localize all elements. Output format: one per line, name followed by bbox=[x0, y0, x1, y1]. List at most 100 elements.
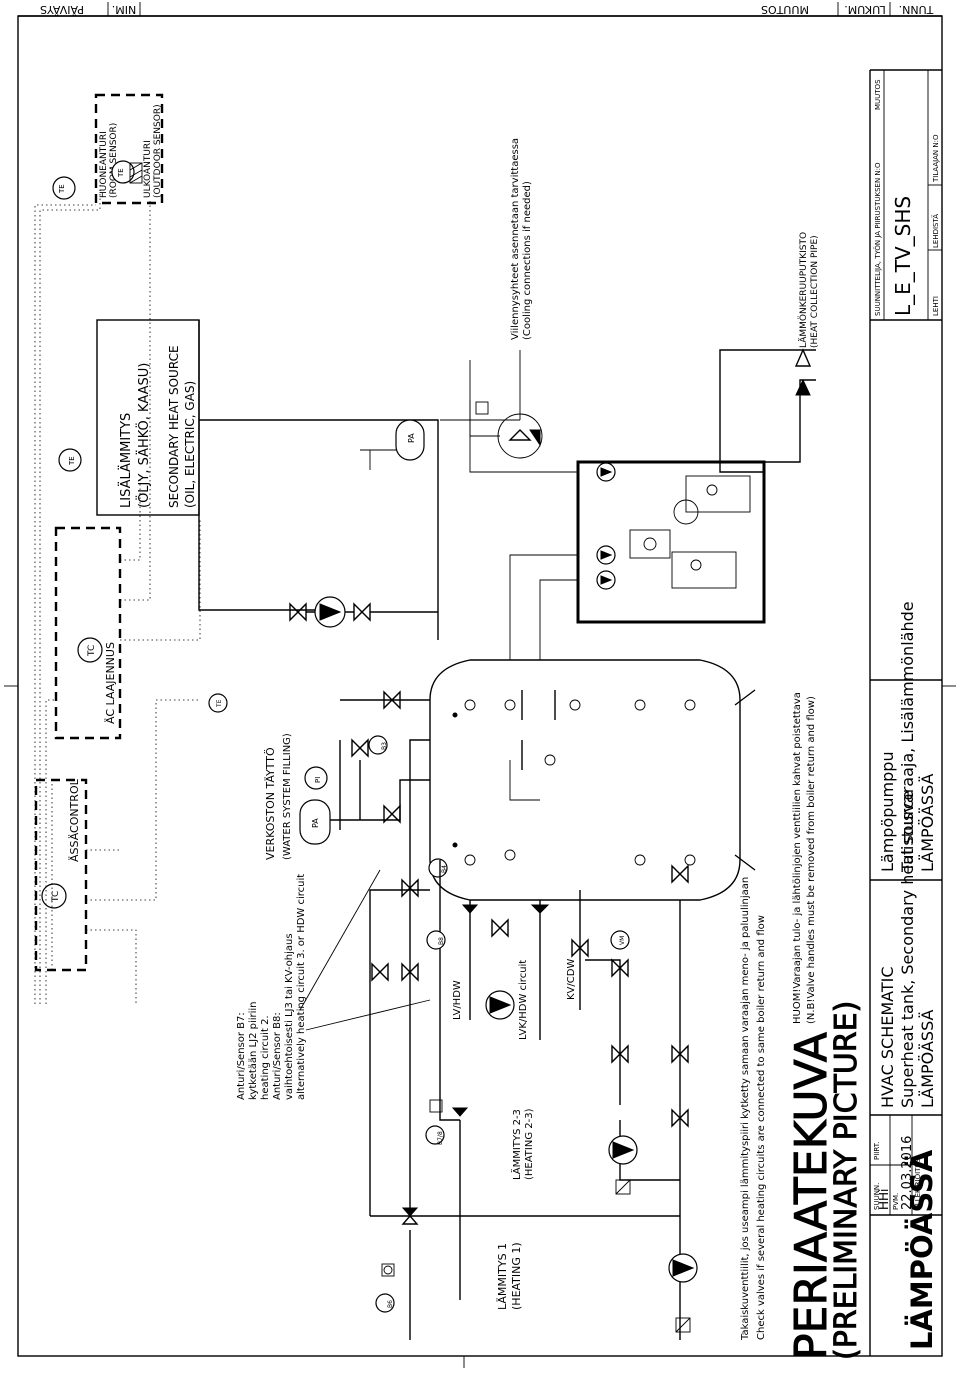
secondary-te-label: TE bbox=[68, 456, 76, 466]
revision-nim: NIM. bbox=[112, 3, 136, 16]
ulkoanturi-label: ULKOANTURI bbox=[143, 140, 153, 198]
valve-secondary-1 bbox=[289, 602, 307, 622]
note-sensor-b7-2: kytketään LJ2 piiriin bbox=[248, 1001, 259, 1100]
valve-secondary-2 bbox=[353, 602, 371, 622]
ac-laajennus-label: ÄC LAAJENNUS bbox=[104, 642, 117, 724]
water-filling-label: (WATER SYSTEM FILLING) bbox=[282, 733, 293, 860]
muutos-label: MUUTOS bbox=[874, 79, 882, 110]
pvm-value: 22.03.2016 bbox=[900, 1136, 915, 1210]
note-valve-handles-fi: HUOM!Varaajan tulo- ja lähtölinjojen ven… bbox=[792, 692, 803, 1024]
heating23-label: (HEATING 2-3) bbox=[524, 1108, 535, 1180]
company-logo: LÄMPÖÄSSÄ bbox=[905, 1149, 939, 1350]
vm-label: VM bbox=[619, 936, 626, 945]
room-sensor-te: TE bbox=[58, 184, 66, 194]
note-sensor-b8-2: vaihtoehtoisesti LJ3 tai KV-ohjaus bbox=[284, 933, 295, 1100]
te-b6 bbox=[375, 1293, 395, 1313]
note-check-valves-fi: Takaiskuventtiilit, jos useampi lämmitys… bbox=[740, 877, 751, 1341]
flow-te-label: TE bbox=[216, 699, 223, 708]
te-b7-8-label: B7/8 bbox=[437, 1131, 444, 1145]
heat-pump-box bbox=[576, 460, 766, 624]
verkoston-label: VERKOSTON TÄYTTÖ bbox=[264, 747, 277, 860]
te-b6-label: B6 bbox=[387, 1300, 394, 1308]
room-sensor-circle bbox=[52, 176, 76, 200]
tank-te-b4 bbox=[428, 858, 448, 878]
flow-te-sensor bbox=[208, 693, 228, 713]
note-sensor-b7-1: Anturi/Sensor B7: bbox=[236, 1012, 247, 1100]
suunnittelija-label: SUUNNITTELIJA, TYÖN JA PIIRUSTUKSEN N:O bbox=[873, 162, 882, 316]
note-valve-handles-en: (N.B!Valve handles must be removed from … bbox=[806, 696, 817, 1024]
note-sensor-b7-3: heating circuit 2. bbox=[260, 1015, 271, 1100]
project-fi-line-2: Tulistusvaraaja, Lisälämmönlähde bbox=[898, 601, 917, 873]
title-block: LÄMPÖÄSSÄ SUUNN. HHi PIIRT. PVM. 22.03.2… bbox=[869, 69, 942, 1356]
suunn-value: HHi bbox=[877, 1189, 891, 1210]
ac-laajennus-box bbox=[54, 526, 122, 740]
room-sensor-label: (ROOM SENSOR) bbox=[109, 123, 119, 198]
heating-circuits: LÄMMITYS 1 (HEATING 1) LÄMMITYS 2-3 (HEA… bbox=[369, 739, 698, 1340]
project-fi-line-1: Lämpöpumppu bbox=[878, 751, 897, 872]
tilaajan-label: TILAAJAN N:O bbox=[932, 134, 940, 183]
assacontrol-label: ÄSSÄCONTROL bbox=[68, 778, 81, 862]
note-check-valves-en: Check valves if several heating circuits… bbox=[756, 915, 767, 1340]
revision-muutos: MUUTOS bbox=[761, 3, 809, 16]
lammitys1-label: LÄMMITYS 1 bbox=[496, 1243, 509, 1310]
note-cooling-fi: Viilennysyhteet asennetaan tarvittaessa bbox=[510, 138, 521, 340]
allekirjoitus-label: ALLEKIRJOITUS bbox=[914, 1157, 922, 1210]
lehti-label: LEHTI bbox=[932, 296, 940, 316]
vm-meter bbox=[610, 930, 630, 950]
pvm-label: PVM. bbox=[892, 1193, 900, 1210]
te-b8-label: B8 bbox=[438, 937, 445, 945]
control-section: ÄSSÄCONTROL TC ÄC LAAJENNUS TC HUONEANTU… bbox=[34, 93, 201, 1004]
lammitys23-label: LÄMMITYS 2-3 bbox=[510, 1109, 523, 1180]
secondary-te-sensor bbox=[58, 448, 82, 472]
three-way-valve-1 bbox=[401, 1207, 419, 1217]
water-system-filling: VERKOSTON TÄYTTÖ (WATER SYSTEM FILLING) … bbox=[264, 690, 430, 860]
cooling-collection: PA LÄMMÖNKERUUPUTKISTO (HEAT COLLECTION … bbox=[360, 232, 820, 473]
tc-expansion-label: TC bbox=[87, 645, 97, 657]
project-line-1: HVAC SCHEMATIC bbox=[878, 966, 897, 1108]
heat-pump-unit bbox=[469, 400, 766, 660]
pi-label: PI bbox=[314, 777, 322, 783]
collection-expansion-tank bbox=[395, 419, 425, 461]
filling-expansion-tank bbox=[299, 799, 331, 845]
huoneanturi-label: HUONEANTURI bbox=[99, 131, 109, 198]
secondary-heat-source: LISÄLÄMMITYS (ÖLJY, SÄHKÖ, KAASU) SECOND… bbox=[58, 319, 439, 640]
project-line-3: LÄMPÖÄSSÄ bbox=[918, 1009, 937, 1108]
lv-hdw-label: LV/HDW bbox=[452, 980, 463, 1020]
tc-controller-label: TC bbox=[51, 891, 61, 903]
lisalammitys-label: LISÄLÄMMITYS bbox=[118, 413, 134, 508]
piirt-label: PIIRT. bbox=[873, 1142, 881, 1160]
project-line-2: Superheat tank, Secondary heat source bbox=[898, 791, 917, 1109]
lehdista-label: LEHDISTÄ bbox=[931, 214, 940, 248]
drawing-number: L_E_TV_SHS bbox=[891, 196, 915, 316]
heat-collection-label: (HEAT COLLECTION PIPE) bbox=[810, 235, 820, 348]
lammonkeruu-label: LÄMMÖNKERUUPUTKISTO bbox=[798, 232, 809, 348]
tank-te-b3 bbox=[368, 735, 388, 755]
heating1-label: (HEATING 1) bbox=[510, 1242, 523, 1310]
revision-header: PÄIVÄYS NIM. MUUTOS LUKUM. TUNN. bbox=[18, 2, 942, 17]
watermark-line-1: PERIAATEKUVA bbox=[786, 1032, 837, 1360]
outdoor-sensor-circle bbox=[111, 160, 135, 184]
project-fi-line-3: LÄMPÖÄSSÄ bbox=[918, 773, 937, 872]
tank-te-b4-label: B4 bbox=[441, 865, 448, 873]
watermark-line-2: (PRELIMINARY PICTURE) bbox=[829, 1001, 864, 1360]
outdoor-sensor-te: TE bbox=[117, 168, 125, 178]
tank-body bbox=[429, 659, 741, 901]
three-way-valve-2 bbox=[451, 1107, 469, 1117]
outdoor-sensor-label: (OUTDOOR SENSOR) bbox=[153, 104, 163, 198]
te-b8 bbox=[426, 930, 446, 950]
te-b7-8 bbox=[425, 1125, 445, 1145]
domestic-water-circuits: LV/HDW LVK/HDW circuit KV/CDW B8 VM bbox=[426, 890, 630, 1040]
lisalammitys-fuel-label: (ÖLJY, SÄHKÖ, KAASU) bbox=[135, 363, 152, 508]
tank-te-b3-label: B3 bbox=[381, 742, 388, 750]
kv-cdw-label: KV/CDW bbox=[566, 959, 577, 1000]
sensor-box bbox=[94, 93, 164, 205]
tc-controller-circle bbox=[41, 883, 67, 909]
note-cooling-en: (Cooling connections if needed) bbox=[522, 181, 533, 340]
revision-paivays: PÄIVÄYS bbox=[40, 3, 84, 16]
filling-pa-label: PA bbox=[311, 818, 320, 828]
collection-pa-label: PA bbox=[407, 433, 416, 443]
pressure-indicator bbox=[304, 766, 328, 790]
lvk-hdw-label: LVK/HDW circuit bbox=[518, 960, 529, 1040]
